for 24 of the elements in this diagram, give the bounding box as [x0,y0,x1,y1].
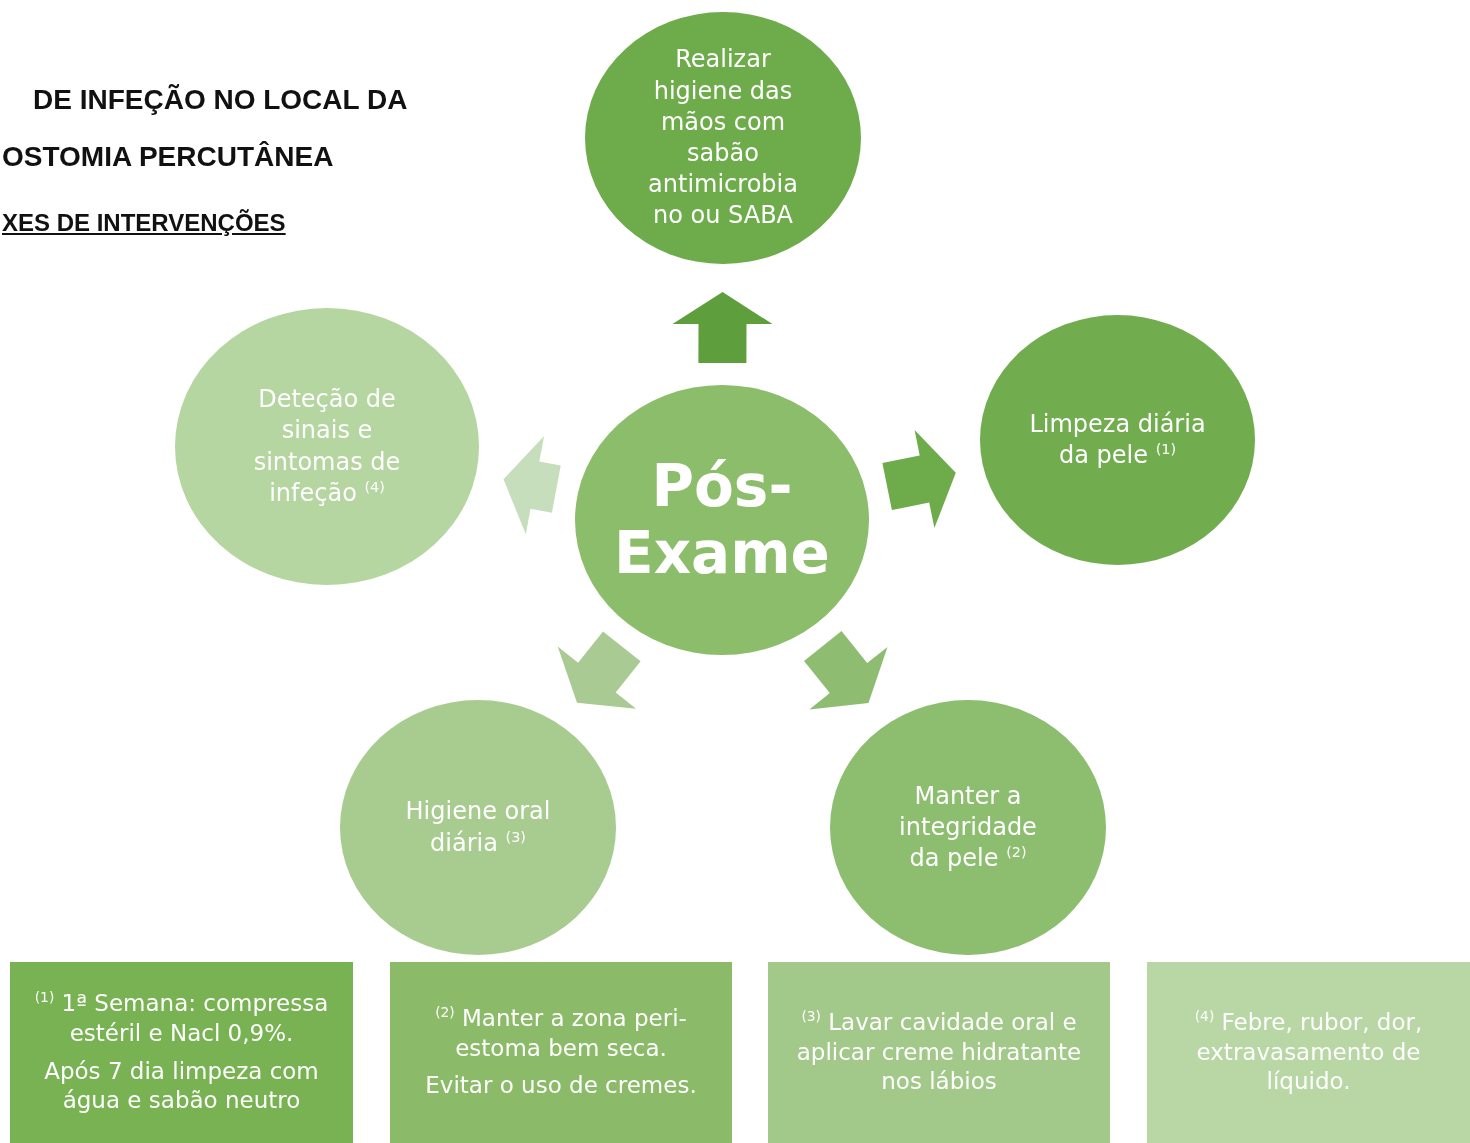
note-text: Após 7 dia limpeza com água e sabão neutro [43,1056,320,1116]
block-arrow [503,436,561,535]
note-box [1147,962,1470,1143]
note-box [10,962,353,1143]
block-arrow [882,430,956,529]
step-text: Deteção de sinais e sintomas de infeção $^{(4)}$ [252,384,402,509]
heading-text: XES DE INTERVENÇÕES [2,209,286,237]
block-arrow [672,292,773,364]
block-arrow [557,631,641,709]
note-text: $^{(4)}$ Febre, rubor, dor, extravasamento de líquido. [1193,1007,1424,1097]
center-title: Pós- Exame [613,453,831,587]
block-arrow [804,631,888,710]
note-text: $^{(3)}$ Lavar cavidade oral e aplicar creme hidratante nos lábios [795,1007,1083,1097]
note-box [768,962,1110,1143]
note-text: $^{(2)}$ Manter a zona peri- estoma bem seca. [434,1003,688,1063]
step-text: Manter a integridade da pele $^{(2)}$ [898,780,1038,875]
step-text: Higiene oral diária $^{(3)}$ [404,796,552,859]
note-text: Evitar o uso de cremes. [425,1071,697,1101]
step-text: Realizar higiene das mãos com sabão antimicrobia no ou SABA [647,44,799,232]
heading-text: OSTOMIA PERCUTÂNEA [2,141,334,173]
note-box [390,962,732,1143]
step-text: Limpeza diária da pele $^{(1)}$ [1028,408,1207,471]
heading-text: DE INFEÇÃO NO LOCAL DA [33,84,408,116]
note-text: $^{(1)}$ 1ª Semana: compressa estéril e Nacl 0,9%. [33,988,330,1048]
